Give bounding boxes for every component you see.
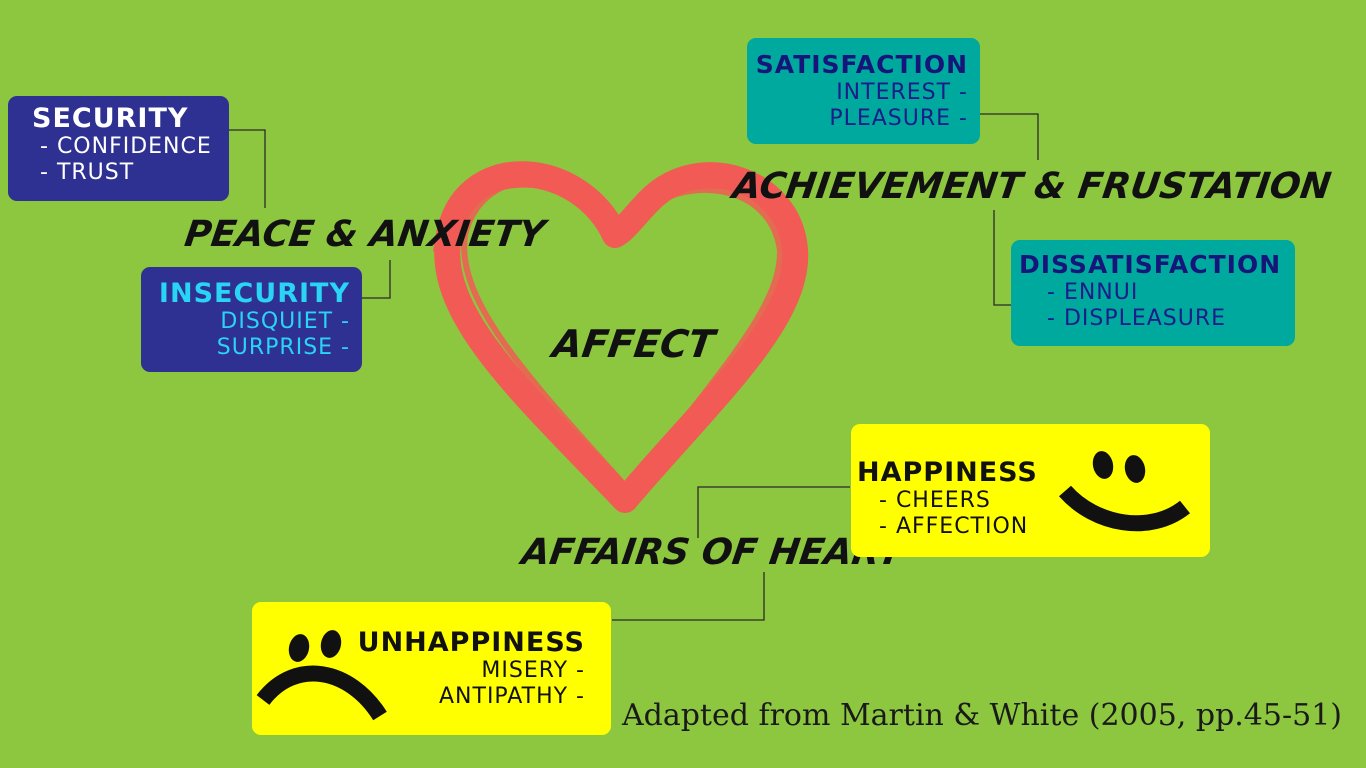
happiness-item: AFFECTION — [857, 514, 1210, 540]
happiness-box: HAPPINESS CHEERS AFFECTION — [851, 424, 1210, 557]
insecurity-item: DISQUIET — [141, 309, 350, 335]
group-label-heart: AFFAIRS OF HEART — [519, 532, 906, 573]
connector-insecurity — [362, 260, 391, 299]
sad-face-icon — [256, 630, 387, 721]
heart-icon — [433, 161, 809, 513]
security-title: SECURITY — [32, 103, 189, 134]
dissatisfaction-item: DISPLEASURE — [1019, 306, 1295, 332]
satisfaction-item: INTEREST — [747, 80, 968, 106]
security-item: CONFIDENCE — [32, 134, 229, 160]
security-box: SECURITY CONFIDENCE TRUST — [8, 96, 229, 201]
dissatisfaction-item: ENNUI — [1019, 280, 1295, 306]
satisfaction-box: SATISFACTION INTEREST PLEASURE — [747, 38, 980, 144]
group-label-achievement: ACHIEVEMENT & FRUSTATION — [730, 166, 1334, 207]
satisfaction-title: SATISFACTION — [755, 50, 968, 79]
happiness-item: CHEERS — [857, 488, 1210, 514]
unhappiness-item: ANTIPATHY — [252, 684, 585, 710]
unhappiness-title: UNHAPPINESS — [357, 627, 585, 658]
connector-dissatisfaction — [993, 210, 1012, 306]
dissatisfaction-title: DISSATISFACTION — [1019, 250, 1282, 279]
connector-satisfaction — [980, 113, 1039, 160]
insecurity-box: INSECURITY DISQUIET SURPRISE — [141, 267, 362, 372]
insecurity-item: SURPRISE — [141, 335, 350, 361]
dissatisfaction-box: DISSATISFACTION ENNUI DISPLEASURE — [1011, 240, 1295, 346]
source-credit: Adapted from Martin & White (2005, pp.45… — [621, 698, 1342, 733]
unhappiness-item: MISERY — [252, 658, 585, 684]
smiley-face-icon — [1059, 451, 1190, 532]
connector-security — [228, 129, 266, 208]
center-label: AFFECT — [549, 322, 718, 366]
connector-happiness — [697, 486, 850, 538]
satisfaction-item: PLEASURE — [747, 106, 968, 132]
group-label-peace: PEACE & ANXIETY — [182, 214, 548, 255]
connector-unhappiness — [612, 572, 765, 621]
unhappiness-box: UNHAPPINESS MISERY ANTIPATHY — [252, 602, 611, 735]
security-item: TRUST — [32, 160, 229, 186]
happiness-title: HAPPINESS — [857, 457, 1038, 488]
insecurity-title: INSECURITY — [158, 278, 350, 309]
